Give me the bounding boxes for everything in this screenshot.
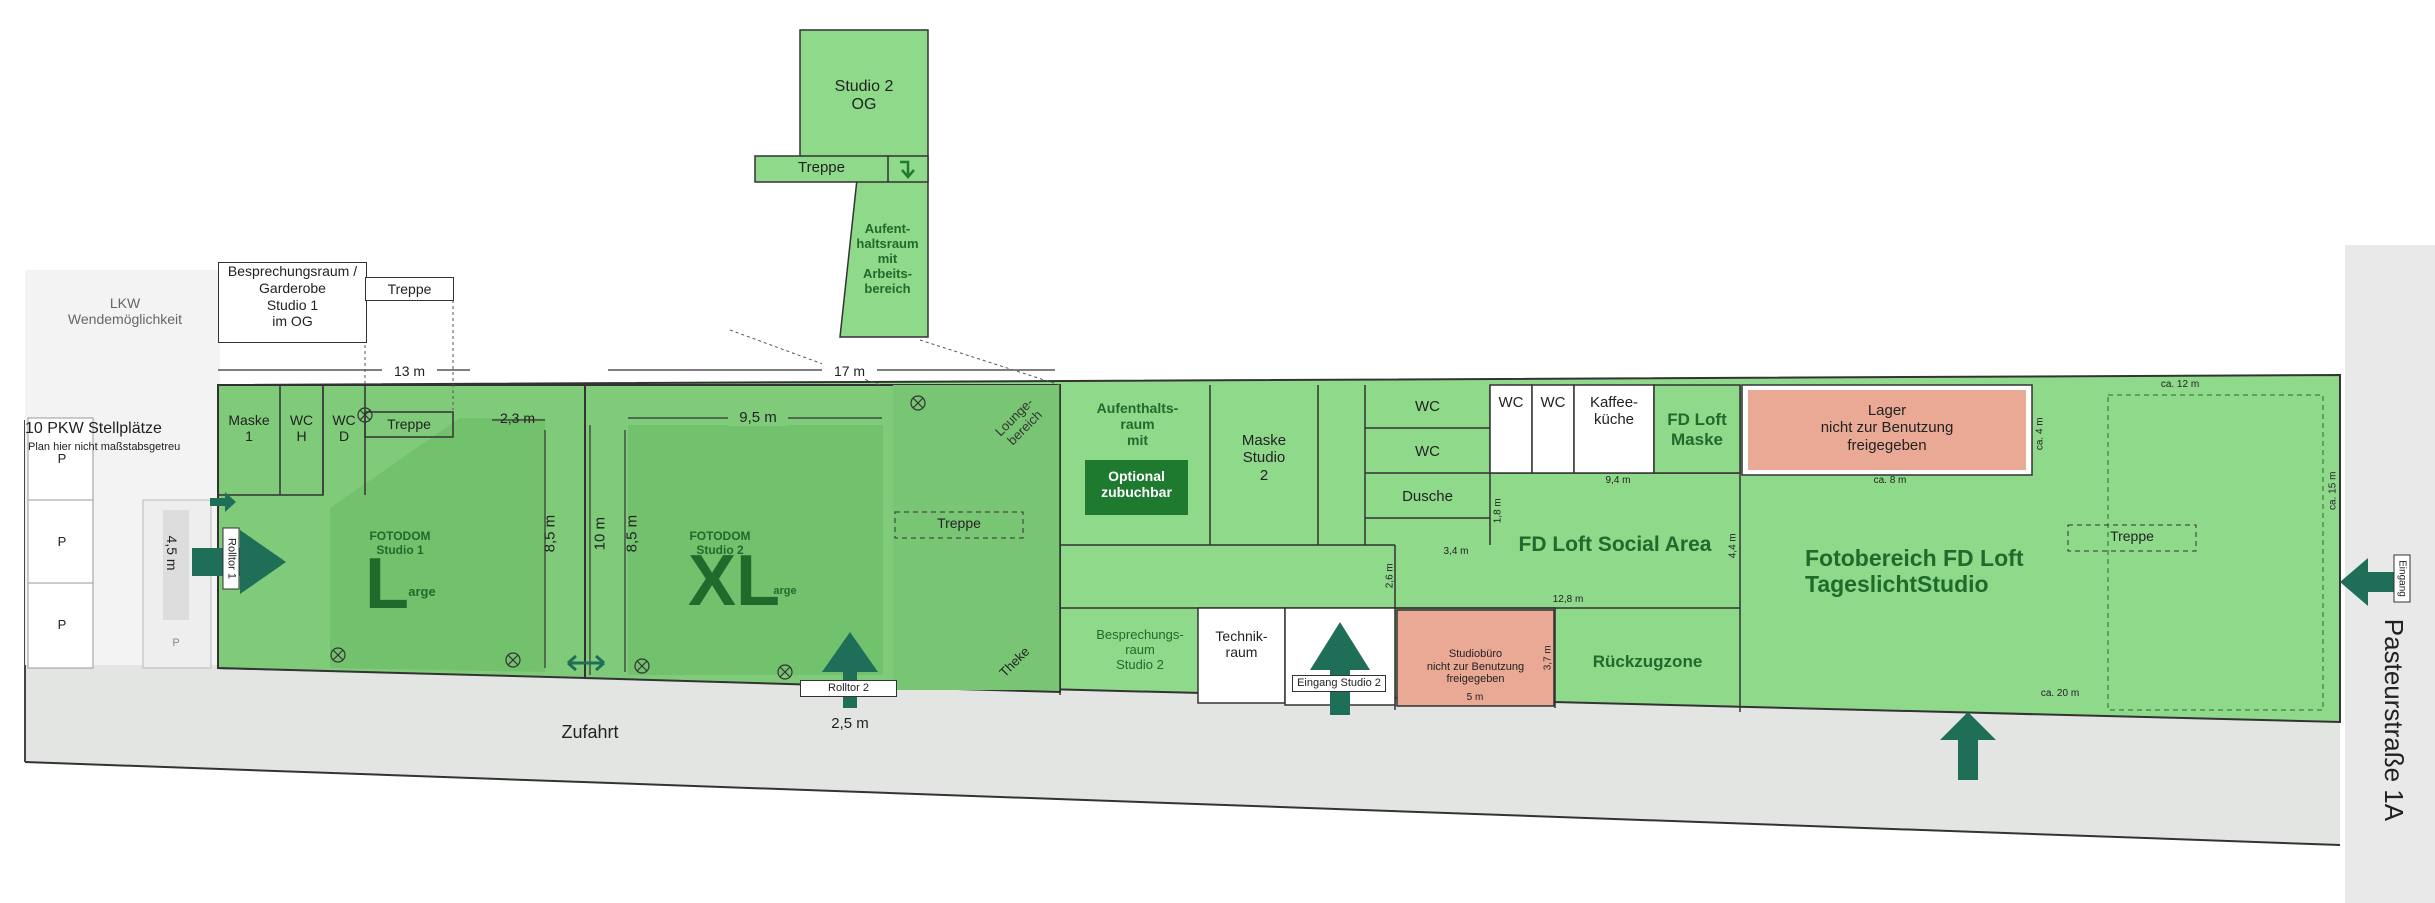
meeting-room-og-label: Besprechungsraum / Garderobe Studio 1 im… xyxy=(227,263,358,330)
street-label: Pasteurstraße 1A xyxy=(2378,618,2409,822)
og-connectors xyxy=(364,300,1061,410)
fotobereich-label: Fotobereich FD Loft TageslichtStudio xyxy=(1805,545,2024,598)
loft-grid xyxy=(2107,394,2324,711)
studio2-small: arge xyxy=(773,585,797,597)
studiobuero-room xyxy=(1396,609,1555,707)
stairs-loft-label: Treppe xyxy=(2110,528,2154,544)
dim-social-9: 9,4 m xyxy=(1605,475,1631,486)
studio1-rooms xyxy=(217,384,454,496)
maske1-label: Maske 1 xyxy=(228,412,270,445)
aufenthalt-label: Aufenthalts- raum mit xyxy=(1096,400,1179,449)
og-stairs-label-s1: Treppe xyxy=(365,277,454,301)
optional-label: Optional zubuchbar xyxy=(1101,468,1172,501)
wc-2 xyxy=(1531,384,1575,474)
dim-gate-width: 2,5 m xyxy=(831,715,869,732)
dim-s1-depth: 8,5 m xyxy=(541,514,559,553)
parking-title: 10 PKW Stellplätze xyxy=(25,420,162,437)
studio1-brand: FOTODOM Studio 1 xyxy=(369,529,431,557)
optional-badge xyxy=(1085,460,1188,515)
lager-inner xyxy=(1748,390,2026,470)
parking-marker-2: P xyxy=(57,534,67,549)
studio1-big-letter: L xyxy=(365,544,409,624)
wc-h-label: WC H xyxy=(289,412,314,445)
fd-maske-room xyxy=(1653,384,1741,474)
studiobuero-label: Studiobüro nicht zur Benutzung freigegeb… xyxy=(1426,648,1525,686)
dim-loft-ca4: ca. 4 m xyxy=(2034,417,2046,451)
dim-s2-depth-outer: 10 m xyxy=(591,516,609,551)
dim-loft-ca15: ca. 15 m xyxy=(2327,471,2339,510)
double-arrow xyxy=(567,654,605,672)
technik-room xyxy=(1197,607,1286,704)
dim-social-128: 12,8 m xyxy=(1552,594,1584,605)
rolltor1-tag[interactable]: Rolltor 1 xyxy=(222,527,240,590)
maske2-label: Maske Studio 2 xyxy=(1241,432,1287,484)
access-road-area xyxy=(25,655,2340,845)
og-stairs xyxy=(754,155,929,183)
stairs-s1-label: Treppe xyxy=(387,416,431,432)
stairs-dashed-s2 xyxy=(894,511,1024,539)
social-area-label: FD Loft Social Area xyxy=(1518,533,1712,556)
wc-2-label: WC xyxy=(1540,394,1566,411)
technik-label: Technik- raum xyxy=(1215,628,1268,661)
parking-marker-1: P xyxy=(57,451,67,466)
dim-loft-ca8: ca. 8 m xyxy=(1873,475,1907,486)
wc-d-label: WC D xyxy=(332,412,356,445)
og-stairs-arrow xyxy=(900,160,915,179)
dim-office-5: 5 m xyxy=(1466,692,1484,703)
meeting-room-og: Besprechungsraum / Garderobe Studio 1 im… xyxy=(218,262,367,343)
dim-social-26: 2,6 m xyxy=(1384,563,1396,589)
dim-loft-ca20: ca. 20 m xyxy=(2040,688,2080,699)
dim-s2-inner: 9,5 m xyxy=(728,409,788,427)
dim-studio2-width: 17 m xyxy=(822,363,877,380)
studio1-small: arge xyxy=(408,584,436,599)
dim-social-44: 4,4 m xyxy=(1727,533,1739,559)
dim-s2-depth: 8,5 m xyxy=(623,514,641,553)
dim-social-34: 3,4 m xyxy=(1443,546,1469,557)
dusche-label: Dusche xyxy=(1402,488,1453,505)
fd-maske-label: FD Loft Maske xyxy=(1667,410,1727,449)
lager-label: Lager nicht zur Benutzung freigegeben xyxy=(1820,402,1954,454)
wc-1 xyxy=(1489,384,1533,474)
studio2-big-letters: XL xyxy=(688,541,781,621)
studio2-cyclorama xyxy=(628,425,883,675)
parking-note: Plan hier nicht maßstabsgetreu xyxy=(28,441,181,453)
dim-s1-inner: 2,3 m xyxy=(499,410,535,426)
truck-turning-label: LKW Wendemöglichkeit xyxy=(67,295,183,328)
parking-marker-4: P xyxy=(172,637,180,649)
og-stairs-label: Treppe xyxy=(798,159,845,176)
stairs-dashed-loft xyxy=(2067,524,2197,552)
left-gate-width: 4,5 m xyxy=(164,535,181,571)
dim-studio1-width: 13 m xyxy=(382,363,437,380)
besprechung2-label: Besprechungs- raum Studio 2 xyxy=(1096,627,1184,672)
wc-a-label: WC xyxy=(1415,398,1440,415)
rueckzug-label: Rückzugzone xyxy=(1592,652,1703,671)
wc-b-label: WC xyxy=(1415,443,1440,460)
wc-1-label: WC xyxy=(1498,394,1524,411)
access-road-label: Zufahrt xyxy=(561,722,619,742)
studio2-brand: FOTODOM Studio 2 xyxy=(689,529,751,557)
rolltor2-tag[interactable]: Rolltor 2 xyxy=(800,680,897,697)
eingang-studio2-tag[interactable]: Eingang Studio 2 xyxy=(1292,675,1386,692)
dim-loft-ca12: ca. 12 m xyxy=(2160,379,2200,390)
road-edge xyxy=(24,761,2341,846)
parking-spaces xyxy=(27,417,212,669)
studio2-og-label: Studio 2 OG xyxy=(834,78,894,114)
stairs-s2-label: Treppe xyxy=(937,515,981,531)
studio1-cyclorama xyxy=(330,418,545,672)
lounge-og-label: Aufent- haltsraum mit Arbeits- bereich xyxy=(856,221,919,296)
parking-marker-3: P xyxy=(57,617,67,632)
fixture-markers xyxy=(330,395,926,680)
kaffee-label: Kaffee- küche xyxy=(1589,394,1639,429)
dim-social-18: 1,8 m xyxy=(1492,498,1504,524)
